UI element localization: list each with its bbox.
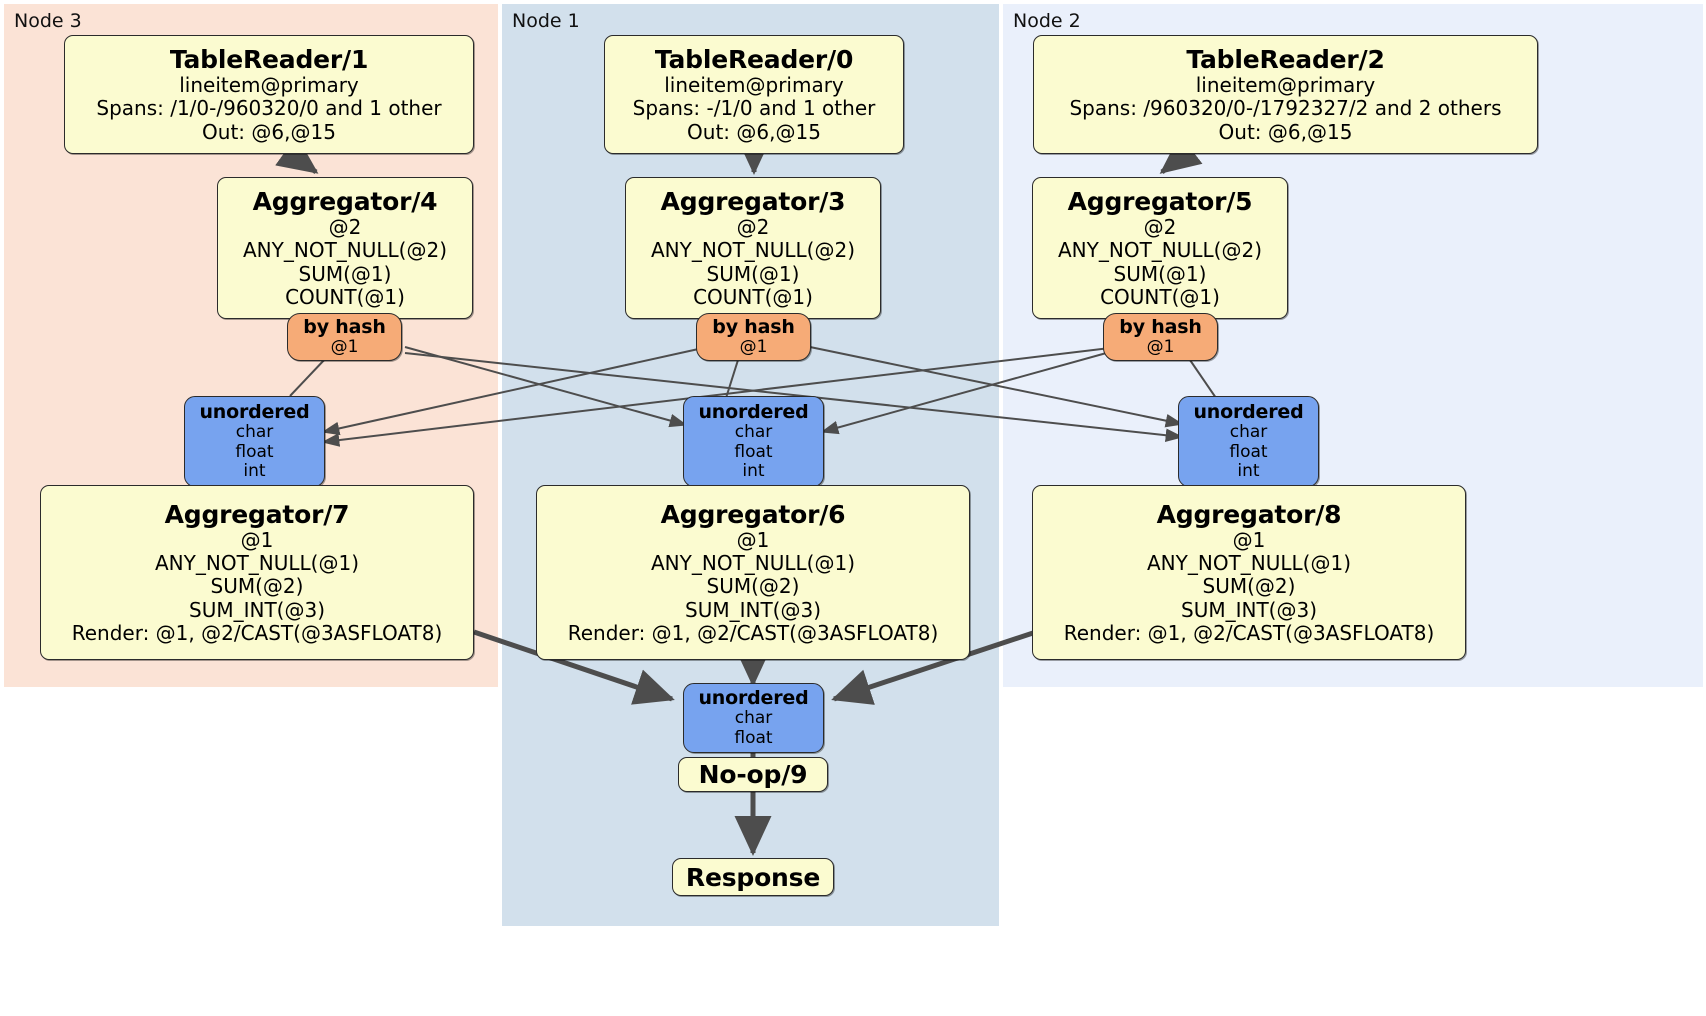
sync-title: unordered: [698, 400, 809, 423]
node-title: TableReader/1: [169, 45, 369, 75]
node-detail-line: Out: @6,@15: [1218, 119, 1353, 144]
node-tablereader0[interactable]: TableReader/0 lineitem@primary Spans: -/…: [604, 35, 904, 154]
sync-detail-line: int: [1237, 461, 1260, 482]
node-response[interactable]: Response: [672, 858, 834, 896]
node-tablereader1[interactable]: TableReader/1 lineitem@primary Spans: /1…: [64, 35, 474, 154]
node-aggregator3[interactable]: Aggregator/3 @2 ANY_NOT_NULL(@2) SUM(@1)…: [625, 177, 881, 319]
router-by-hash-left[interactable]: by hash @1: [287, 313, 402, 361]
router-by-hash-mid[interactable]: by hash @1: [696, 313, 811, 361]
node-detail-line: Render: @1, @2/CAST(@3ASFLOAT8): [567, 620, 939, 645]
node-aggregator4[interactable]: Aggregator/4 @2 ANY_NOT_NULL(@2) SUM(@1)…: [217, 177, 473, 319]
sync-detail-line: int: [243, 461, 266, 482]
node-detail-line: SUM(@1): [1113, 261, 1207, 286]
node-detail-line: lineitem@primary: [1195, 73, 1376, 98]
node-region-label-node3: Node 3: [14, 10, 82, 32]
sync-unordered-final[interactable]: unordered char float: [683, 683, 824, 753]
node-title: Aggregator/6: [660, 500, 846, 530]
node-detail-line: SUM(@2): [1202, 574, 1296, 599]
sync-detail-line: float: [235, 441, 274, 462]
node-title: No-op/9: [698, 760, 808, 789]
sync-detail-line: char: [235, 421, 274, 442]
sync-detail-line: float: [1229, 441, 1268, 462]
node-aggregator7[interactable]: Aggregator/7 @1 ANY_NOT_NULL(@1) SUM(@2)…: [40, 485, 474, 660]
router-title: by hash: [712, 316, 795, 339]
node-detail-line: Out: @6,@15: [687, 119, 821, 144]
node-detail-line: SUM(@2): [706, 574, 800, 599]
sync-unordered-mid[interactable]: unordered char float int: [683, 396, 824, 487]
router-detail-line: @1: [739, 337, 768, 358]
router-title: by hash: [1119, 316, 1202, 339]
node-detail-line: COUNT(@1): [1100, 284, 1220, 309]
node-detail-line: Spans: -/1/0 and 1 other: [632, 96, 876, 121]
sync-detail-line: char: [734, 421, 773, 442]
node-noop9[interactable]: No-op/9: [678, 757, 828, 792]
node-detail-line: @2: [328, 215, 362, 240]
node-region-label-node1: Node 1: [512, 10, 580, 32]
node-title: TableReader/2: [1186, 45, 1385, 75]
node-title: TableReader/0: [654, 45, 854, 75]
node-detail-line: @2: [1143, 215, 1177, 240]
node-title: Aggregator/4: [252, 187, 438, 217]
node-detail-line: SUM_INT(@3): [685, 597, 821, 622]
sync-unordered-right[interactable]: unordered char float int: [1178, 396, 1319, 487]
node-tablereader2[interactable]: TableReader/2 lineitem@primary Spans: /9…: [1033, 35, 1538, 154]
sync-title: unordered: [698, 687, 809, 710]
node-detail-line: Render: @1, @2/CAST(@3ASFLOAT8): [1063, 620, 1435, 645]
sync-detail-line: float: [734, 441, 773, 462]
sync-detail-line: char: [1229, 421, 1268, 442]
node-title: Aggregator/7: [164, 500, 350, 530]
node-detail-line: SUM_INT(@3): [189, 597, 325, 622]
sync-detail-line: float: [734, 728, 773, 749]
node-detail-line: SUM(@1): [298, 261, 392, 286]
node-detail-line: SUM(@1): [706, 261, 800, 286]
node-detail-line: SUM(@2): [210, 574, 304, 599]
node-detail-line: Out: @6,@15: [202, 119, 336, 144]
node-aggregator6[interactable]: Aggregator/6 @1 ANY_NOT_NULL(@1) SUM(@2)…: [536, 485, 970, 660]
node-detail-line: @1: [1232, 528, 1266, 553]
node-detail-line: ANY_NOT_NULL(@2): [243, 238, 447, 263]
node-detail-line: ANY_NOT_NULL(@2): [1058, 238, 1262, 263]
node-title: Aggregator/5: [1067, 187, 1253, 217]
node-title: Aggregator/8: [1156, 500, 1342, 530]
node-title: Response: [685, 862, 821, 892]
sync-detail-line: char: [734, 708, 773, 729]
node-detail-line: Spans: /1/0-/960320/0 and 1 other: [96, 96, 442, 121]
node-detail-line: Spans: /960320/0-/1792327/2 and 2 others: [1069, 96, 1502, 121]
node-detail-line: ANY_NOT_NULL(@1): [651, 551, 855, 576]
node-detail-line: ANY_NOT_NULL(@1): [155, 551, 359, 576]
node-aggregator5[interactable]: Aggregator/5 @2 ANY_NOT_NULL(@2) SUM(@1)…: [1032, 177, 1288, 319]
node-detail-line: @1: [240, 528, 274, 553]
node-detail-line: ANY_NOT_NULL(@1): [1147, 551, 1351, 576]
router-by-hash-right[interactable]: by hash @1: [1103, 313, 1218, 361]
sync-unordered-left[interactable]: unordered char float int: [184, 396, 325, 487]
node-detail-line: lineitem@primary: [179, 73, 359, 98]
router-detail-line: @1: [330, 337, 359, 358]
node-detail-line: COUNT(@1): [693, 284, 813, 309]
router-detail-line: @1: [1146, 337, 1175, 358]
node-detail-line: @1: [736, 528, 770, 553]
node-detail-line: lineitem@primary: [664, 73, 844, 98]
node-region-label-node2: Node 2: [1013, 10, 1081, 32]
node-aggregator8[interactable]: Aggregator/8 @1 ANY_NOT_NULL(@1) SUM(@2)…: [1032, 485, 1466, 660]
sync-detail-line: int: [742, 461, 765, 482]
node-detail-line: @2: [736, 215, 770, 240]
node-detail-line: COUNT(@1): [285, 284, 405, 309]
node-detail-line: ANY_NOT_NULL(@2): [651, 238, 855, 263]
sync-title: unordered: [199, 400, 310, 423]
sync-title: unordered: [1193, 400, 1304, 423]
node-detail-line: Render: @1, @2/CAST(@3ASFLOAT8): [71, 620, 443, 645]
node-detail-line: SUM_INT(@3): [1181, 597, 1317, 622]
node-title: Aggregator/3: [660, 187, 846, 217]
router-title: by hash: [303, 316, 386, 339]
